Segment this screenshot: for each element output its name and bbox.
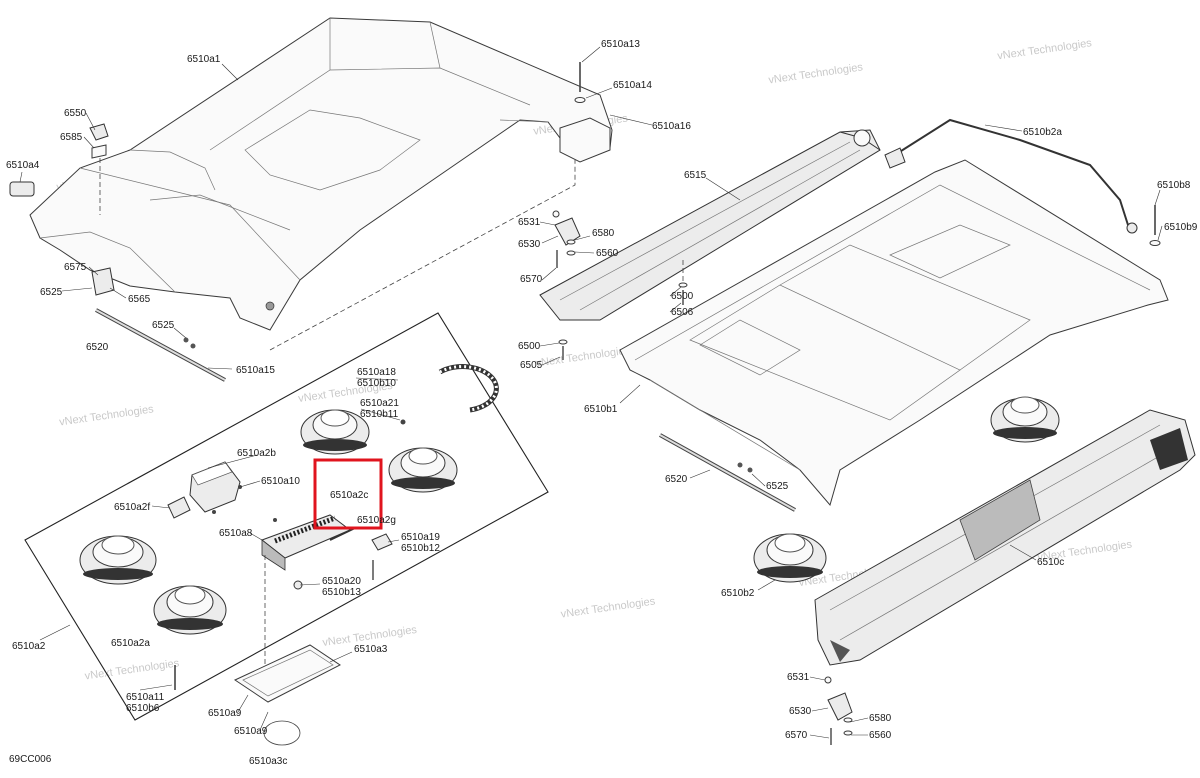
- label-6531: 6531: [787, 672, 810, 683]
- label-6506: 6506: [671, 307, 694, 318]
- bracket-6530-upper: [552, 210, 581, 268]
- label-6510a21: 6510a21: [360, 398, 399, 409]
- label-6510a19: 6510a19: [401, 532, 440, 543]
- label-6531: 6531: [518, 217, 541, 228]
- label-6510b9: 6510b9: [1164, 222, 1198, 233]
- assembly-dashed-line: [269, 160, 576, 351]
- label-6510b13: 6510b13: [322, 587, 361, 598]
- speaker-lower-1: [79, 535, 157, 585]
- highlight-box-6510a2c: [313, 458, 383, 530]
- clip-6575: [91, 267, 115, 296]
- label-6530: 6530: [518, 239, 541, 250]
- callout-labels: 6510a1 6510a13 6510a14 6510a16 6550 6585…: [6, 39, 1198, 767]
- label-6510a2: 6510a2: [12, 641, 46, 652]
- label-6510b12: 6510b12: [401, 543, 440, 554]
- watermark-text: vNext Technologies: [58, 403, 154, 428]
- label-6580: 6580: [869, 713, 892, 724]
- watermark-text: vNext Technologies: [997, 37, 1093, 62]
- washer-6510a14: [574, 97, 586, 103]
- label-6510b2a: 6510b2a: [1023, 127, 1062, 138]
- label-6550: 6550: [64, 108, 87, 119]
- control-module-6510a2b: [189, 461, 241, 513]
- washer-6500-b: [558, 339, 568, 345]
- bracket-6550: [89, 123, 109, 141]
- label-6570: 6570: [520, 274, 543, 285]
- label-6510a16: 6510a16: [652, 121, 691, 132]
- label-6525: 6525: [766, 481, 789, 492]
- label-6505: 6505: [520, 360, 543, 371]
- speaker-right-lower-6510b2: [753, 533, 827, 583]
- label-6500: 6500: [518, 341, 541, 352]
- label-6560: 6560: [596, 248, 619, 259]
- label-6510a8: 6510a8: [219, 528, 253, 539]
- label-6565: 6565: [128, 294, 151, 305]
- connector-6510a2f: [167, 496, 191, 519]
- label-6510a2g: 6510a2g: [357, 515, 396, 526]
- label-6510b1: 6510b1: [584, 404, 618, 415]
- label-6510a2f: 6510a2f: [114, 502, 150, 513]
- speaker-bar-upper-6515: [539, 129, 881, 321]
- label-6510a1: 6510a1: [187, 54, 221, 65]
- label-6510a15: 6510a15: [236, 365, 275, 376]
- watermark-text: vNext Technologies: [560, 595, 656, 620]
- label-6510a18: 6510a18: [357, 367, 396, 378]
- label-6510a4: 6510a4: [6, 160, 40, 171]
- label-6500: 6500: [671, 291, 694, 302]
- label-6510a2a: 6510a2a: [111, 638, 150, 649]
- speaker-lower-2: [153, 585, 227, 635]
- gasket-6510a3c: [263, 720, 301, 746]
- label-6520: 6520: [665, 474, 688, 485]
- label-6510a20: 6510a20: [322, 576, 361, 587]
- speaker-upper-2: [388, 447, 458, 493]
- label-6510b11: 6510b11: [360, 409, 399, 420]
- label-6525: 6525: [40, 287, 63, 298]
- label-6580: 6580: [592, 228, 615, 239]
- speaker-right-upper: [990, 396, 1060, 443]
- cover-plate-6510a3: [233, 644, 341, 703]
- watermark-text: vNext Technologies: [535, 344, 631, 369]
- wire-harness-6510b2a: [884, 118, 1138, 234]
- plug-6510a4: [9, 181, 35, 197]
- label-6510c: 6510c: [1037, 557, 1064, 568]
- label-6510a13: 6510a13: [601, 39, 640, 50]
- leader-lines: [19, 46, 1163, 739]
- roof-panel-rear-6510b1: [619, 159, 1169, 507]
- washer-6500: [678, 282, 688, 288]
- speaker-bar-lower-6510c: [814, 409, 1196, 666]
- label-6510a3c: 6510a3c: [249, 756, 287, 767]
- label-6510a3: 6510a3: [354, 644, 388, 655]
- bracket-6510a16: [559, 117, 611, 163]
- label-6525: 6525: [152, 320, 175, 331]
- label-6510b2: 6510b2: [721, 588, 755, 599]
- washer-6510b9: [1149, 240, 1161, 246]
- label-6510a9: 6510a9: [208, 708, 242, 719]
- label-6575: 6575: [64, 262, 87, 273]
- label-6510b10: 6510b10: [357, 378, 396, 389]
- label-6510a14: 6510a14: [613, 80, 652, 91]
- label-6560: 6560: [869, 730, 892, 741]
- audio-kit-box: [24, 312, 549, 721]
- label-6585: 6585: [60, 132, 83, 143]
- speaker-upper-1: [300, 409, 370, 455]
- label-6520: 6520: [86, 342, 109, 353]
- label-6510a2b: 6510a2b: [237, 448, 276, 459]
- label-6510b6: 6510b6: [126, 703, 160, 714]
- bracket-6530-lower: [824, 676, 853, 745]
- label-6530: 6530: [789, 706, 812, 717]
- label-6515: 6515: [684, 170, 707, 181]
- screw-6510b11: [400, 419, 406, 425]
- label-6510a9: 6510a9: [234, 726, 268, 737]
- watermark-text: vNext Technologies: [768, 61, 864, 86]
- washer-6585: [91, 144, 107, 159]
- label-6510a11: 6510a11: [126, 692, 165, 703]
- label-6570: 6570: [785, 730, 808, 741]
- label-6510a10: 6510a10: [261, 476, 300, 487]
- amplifier-6510a2g: [260, 514, 356, 571]
- label-6510a2c: 6510a2c: [330, 490, 368, 501]
- diagram-code: 69CC006: [9, 754, 52, 765]
- label-6510b8: 6510b8: [1157, 180, 1191, 191]
- ring-6510b10: [438, 364, 499, 413]
- bracket-6510a19: [371, 533, 393, 551]
